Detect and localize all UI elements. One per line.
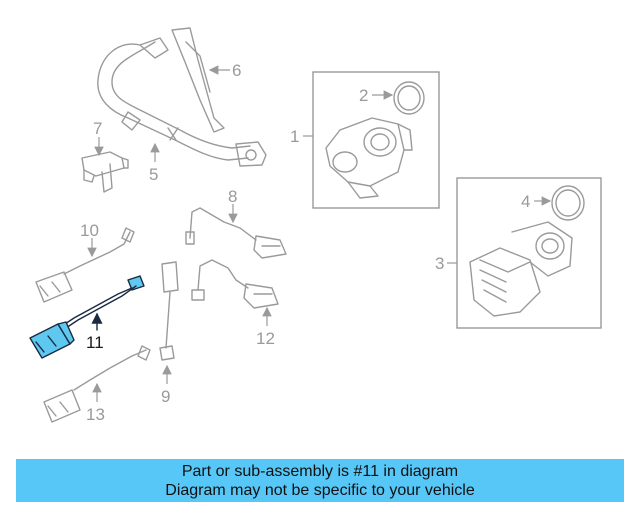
egr-valve-part-3 (469, 221, 573, 317)
egr-valve-part-1 (325, 117, 413, 199)
callout-8: 8 (228, 187, 237, 206)
callout-5: 5 (149, 165, 158, 184)
pressure-sensor-part (81, 151, 129, 193)
callout-4: 4 (521, 192, 530, 211)
sensor-part-12 (191, 259, 279, 309)
callout-10: 10 (80, 221, 99, 240)
gasket-part-4 (551, 185, 585, 221)
highlighted-sensor-part-11[interactable] (29, 275, 145, 359)
egr-pipe-part (97, 37, 267, 167)
parts-diagram: 6 5 7 2 1 4 3 8 10 12 9 13 11 (29, 27, 602, 424)
callout-12: 12 (256, 329, 275, 348)
bracket-part (171, 27, 225, 133)
gasket-part-2 (393, 81, 425, 115)
callout-7: 7 (93, 119, 102, 138)
callout-13: 13 (86, 405, 105, 424)
sensor-part-9 (159, 261, 179, 361)
callout-11: 11 (86, 333, 104, 352)
banner-line-2: Diagram may not be specific to your vehi… (165, 481, 475, 499)
callout-2: 2 (359, 86, 368, 105)
callout-9: 9 (161, 387, 170, 406)
temperature-sensor-part-8 (185, 207, 287, 259)
info-banner: Part or sub-assembly is #11 in diagram D… (16, 459, 624, 502)
banner-line-1: Part or sub-assembly is #11 in diagram (181, 462, 459, 480)
callout-6: 6 (232, 61, 241, 80)
sensor-part-13 (43, 345, 151, 423)
sensor-part-10 (35, 227, 135, 303)
callout-3: 3 (435, 254, 444, 273)
callout-1: 1 (290, 127, 299, 146)
